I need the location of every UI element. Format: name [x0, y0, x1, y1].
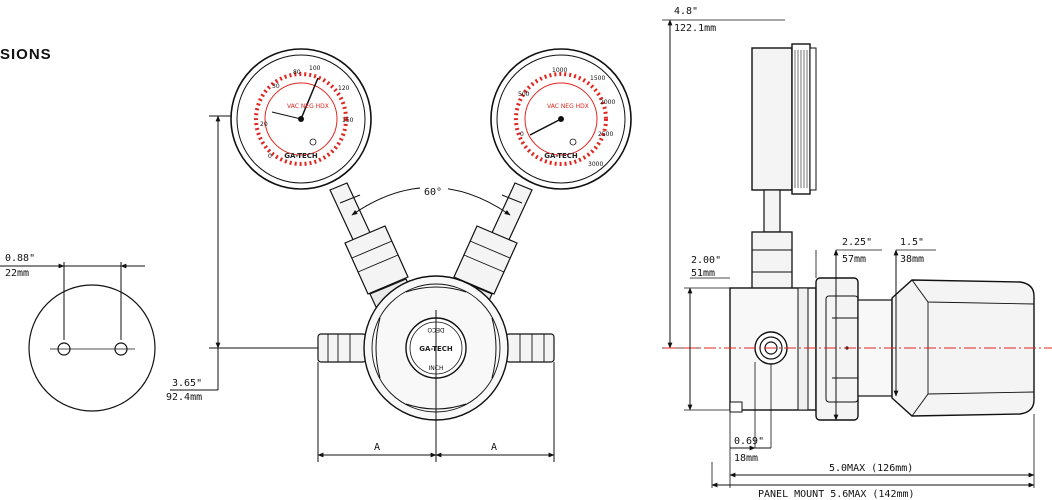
knob-mm: 38mm	[900, 254, 924, 265]
side-stem	[763, 189, 781, 233]
port-mm: 18mm	[734, 453, 758, 464]
dim-a-right: A	[491, 442, 497, 453]
hole-spacing-mm: 22mm	[5, 268, 29, 279]
body-mm: 51mm	[691, 268, 715, 279]
section-title: SIONS	[0, 46, 52, 63]
overall-length: 5.0MAX (126mm)	[829, 463, 913, 474]
depth-mm: 122.1mm	[674, 23, 716, 34]
left-gauge-brand: GA-TECH	[284, 152, 318, 160]
svg-text:80: 80	[293, 69, 301, 76]
bonnet-in: 2.25"	[842, 237, 872, 248]
svg-text:1000: 1000	[552, 67, 567, 74]
panel-mount-length: PANEL MOUNT 5.6MAX (142mm)	[758, 489, 915, 500]
svg-text:150: 150	[342, 117, 354, 124]
side-gauge-case	[751, 47, 793, 191]
front-view: 3.65" 92.4mm 60°	[166, 48, 632, 462]
depth-in: 4.8"	[674, 6, 698, 17]
side-view: 4.8" 122.1mm	[662, 6, 1052, 500]
side-bonnet	[815, 277, 859, 421]
svg-text:500: 500	[518, 91, 530, 98]
knob-in: 1.5"	[900, 237, 924, 248]
right-gauge-needle	[529, 118, 562, 136]
dim-a-left: A	[374, 442, 380, 453]
svg-text:2000: 2000	[600, 99, 615, 106]
height-mm: 92.4mm	[166, 392, 202, 403]
right-fitting	[505, 333, 555, 363]
svg-text:0: 0	[520, 131, 524, 138]
svg-text:VAC NEG HDX: VAC NEG HDX	[287, 103, 329, 110]
left-pressure-gauge: 0 20 30 80 100 120 150 VAC NEG HDX GA-TE…	[230, 48, 372, 190]
left-gauge-stem	[329, 182, 413, 308]
svg-text:20: 20	[260, 121, 268, 128]
svg-text:120: 120	[338, 85, 350, 92]
angle-label: 60°	[424, 187, 442, 198]
svg-text:2500: 2500	[598, 131, 613, 138]
port-in: 0.69"	[734, 436, 764, 447]
svg-text:30: 30	[272, 83, 280, 90]
side-stem-nut	[751, 231, 793, 291]
svg-text:3000: 3000	[588, 161, 603, 168]
hole-spacing-in: 0.88"	[5, 253, 35, 264]
right-gauge-brand: GA-TECH	[544, 152, 578, 160]
panel-outline-circle	[28, 284, 156, 412]
height-in: 3.65"	[172, 378, 202, 389]
panel-cutout-view: 0.88" 22mm	[0, 253, 156, 412]
svg-text:0: 0	[268, 153, 272, 160]
right-pressure-gauge: 0 500 1000 1500 2000 2500 3000 VAC NEG H…	[490, 48, 632, 190]
side-knob	[891, 279, 1035, 417]
svg-text:1500: 1500	[590, 75, 605, 82]
bonnet-mm: 57mm	[842, 254, 866, 265]
left-gauge-needle	[300, 77, 319, 120]
body-in: 2.00"	[691, 255, 721, 266]
left-fitting	[317, 333, 367, 363]
svg-text:100: 100	[309, 65, 321, 72]
svg-text:VAC NEG HDX: VAC NEG HDX	[547, 103, 589, 110]
